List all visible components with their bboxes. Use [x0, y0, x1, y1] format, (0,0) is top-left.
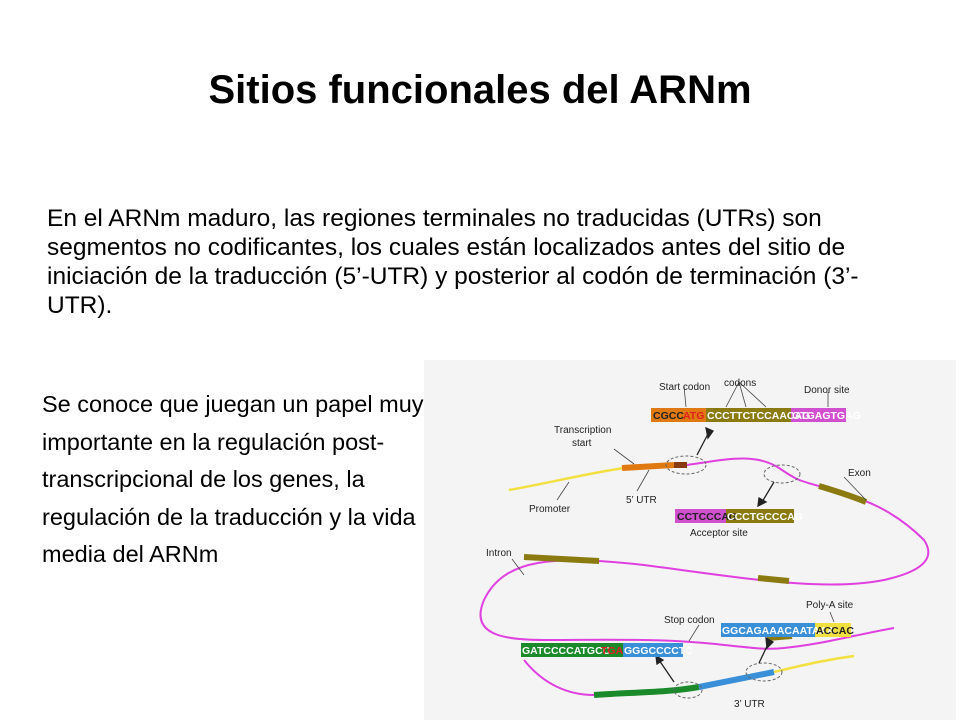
seq-stop-codon: TGA [601, 645, 624, 657]
start-sequence-box: CGCC ATG CCCTTCTCCAACAG GTGAGTGAG [651, 408, 861, 422]
start-codon-label: Start codon [659, 382, 710, 393]
stop-codon-label: Stop codon [664, 615, 715, 626]
polya-sequence-box: GGCAGAAACAATAAA ACCAC [721, 623, 854, 637]
exon-label: Exon [848, 468, 871, 479]
utr3-segment [698, 669, 775, 690]
seq-acceptor-exon: CCCTGCCCAG [727, 511, 803, 523]
polya-ellipse [745, 662, 783, 682]
seq-start-utr: CGCC [653, 410, 684, 422]
leader-line [511, 558, 525, 576]
arrow [658, 659, 675, 683]
leader-line [613, 448, 635, 465]
side-paragraph: Se conoce que juegan un papel muy import… [42, 391, 424, 567]
start-codon-ellipse [665, 455, 707, 475]
transcription-start-label: Transcription [554, 425, 611, 436]
mrna-line-lower [523, 659, 595, 696]
utr5-segment [621, 462, 675, 471]
seq-stop-utr: GGGCCCCTC [624, 645, 693, 657]
seq-polya-utr: GGCAGAAACAATAAA [722, 625, 835, 637]
seq-start-codon: ATG [683, 410, 704, 422]
seq-stop-coding: GATCCCCATGCC [522, 645, 611, 657]
seq-polya-tail: ACCAC [816, 625, 854, 637]
acceptor-sequence-box: CCTCCCAG CCCTGCCCAG [675, 509, 803, 523]
utr3-label: 3’ UTR [734, 699, 765, 710]
donor-ellipse [763, 464, 801, 484]
arrow-head [757, 496, 768, 508]
mrna-functional-sites-diagram: Start codon codons Donor site Transcript… [424, 360, 956, 720]
seq-start-donor: GTGAGTGAG [792, 410, 861, 422]
arrow-head [705, 426, 714, 440]
promoter-line [508, 466, 625, 492]
leader-line [725, 381, 767, 408]
leader-line [556, 481, 570, 501]
seq-acceptor-intron: CCTCCCAG [677, 511, 737, 523]
slide-title: Sitios funcionales del ARNm [208, 68, 752, 112]
intron-label: Intron [486, 548, 512, 559]
leader-line [683, 385, 687, 408]
codons-label: codons [724, 378, 756, 389]
exon-block [818, 483, 868, 505]
utr5-label: 5’ UTR [626, 495, 657, 506]
arrow-head [655, 654, 665, 666]
stop-sequence-box: GATCCCCATGCC TGA GGGCCCCTC [521, 643, 693, 657]
donor-site-label: Donor site [804, 385, 850, 396]
seq-start-codons: CCCTTCTCCAACAG [707, 410, 810, 422]
transcription-start-label-2: start [572, 438, 592, 449]
exon-block [757, 575, 790, 584]
acceptor-site-label: Acceptor site [690, 528, 748, 539]
polya-tail [773, 654, 855, 674]
promoter-label: Promoter [529, 504, 571, 515]
exon-block [523, 554, 600, 564]
arrow [761, 481, 775, 503]
leader-line [829, 611, 835, 623]
intro-paragraph: En el ARNm maduro, las regiones terminal… [47, 205, 859, 319]
arrow-head [765, 636, 775, 650]
stop-codon-ellipse [673, 681, 703, 699]
leader-line [636, 469, 650, 492]
leader-line [688, 624, 700, 642]
poly-a-site-label: Poly-A site [806, 600, 854, 611]
leader-line [843, 476, 867, 501]
coding-segment [593, 684, 700, 698]
